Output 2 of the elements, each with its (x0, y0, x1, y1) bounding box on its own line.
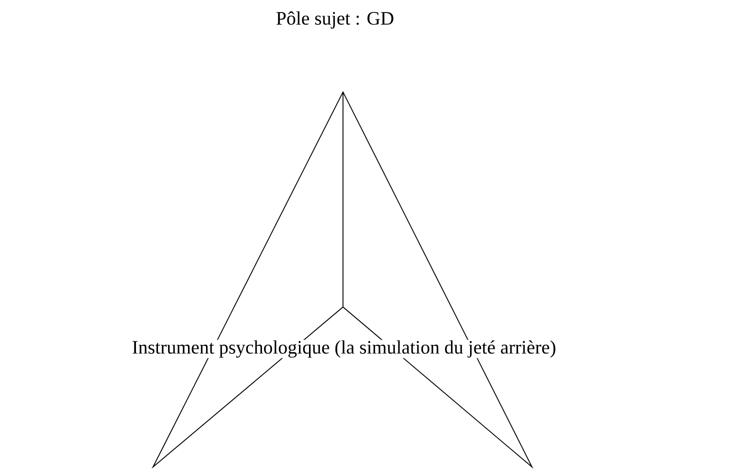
label: Pôle sujet : GD (275, 10, 395, 30)
label: Instrument psychologique (la simulation du jeté arrière) (131, 340, 557, 358)
